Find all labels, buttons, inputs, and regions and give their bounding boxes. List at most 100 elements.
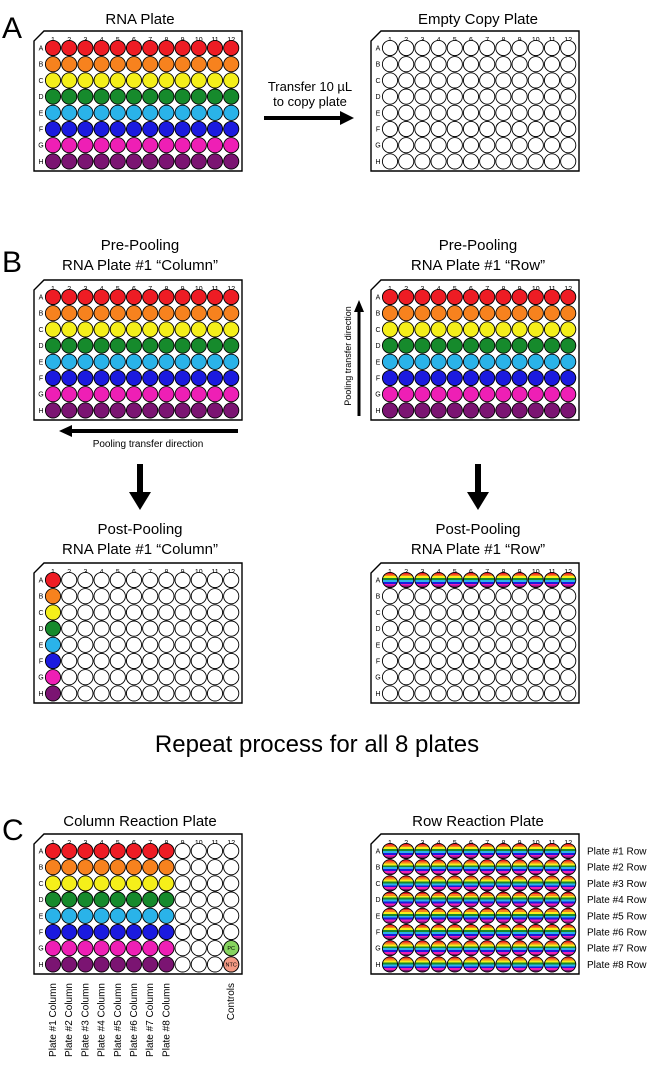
controls-label: Controls (226, 983, 237, 1020)
well (174, 153, 191, 170)
well (560, 337, 577, 354)
well (543, 842, 561, 860)
well (93, 907, 110, 924)
ntc-control-well-label: NTC (226, 962, 237, 968)
pc-control-well (223, 940, 240, 957)
well (527, 956, 544, 973)
well (125, 39, 143, 57)
well (381, 907, 399, 924)
well (61, 571, 78, 589)
well (174, 907, 191, 924)
well (109, 669, 126, 686)
well (479, 875, 496, 892)
row-letter-label: G (375, 392, 380, 399)
well (77, 571, 94, 589)
well (462, 56, 480, 73)
well (543, 907, 561, 924)
well (190, 842, 207, 860)
well (93, 56, 110, 73)
well (430, 956, 447, 973)
well (398, 842, 415, 860)
well (77, 891, 94, 908)
well (44, 940, 62, 957)
well (109, 891, 126, 908)
well (77, 56, 94, 73)
well (174, 386, 191, 403)
well (479, 891, 496, 908)
row-letter-label: F (39, 127, 43, 134)
well (125, 652, 143, 670)
well (479, 72, 496, 89)
well (61, 104, 78, 121)
well (93, 875, 110, 892)
well (77, 353, 94, 370)
well (109, 636, 126, 653)
rna-plate-title: RNA Plate (105, 11, 174, 28)
well (158, 72, 175, 89)
well (511, 859, 528, 876)
well (206, 923, 224, 941)
row-reaction-label: Plate #2 Row (587, 863, 647, 874)
well (93, 891, 110, 908)
well (125, 907, 143, 924)
well (381, 923, 399, 941)
well (527, 337, 544, 354)
well (511, 353, 528, 370)
well (109, 305, 126, 322)
row-reaction-plate: 123456789101112ABCDEFGH (370, 833, 580, 975)
well (77, 685, 94, 702)
well (479, 571, 496, 589)
well (543, 923, 561, 941)
well (527, 604, 544, 621)
well (381, 153, 399, 170)
well (511, 137, 528, 154)
well (61, 321, 78, 338)
well (527, 56, 544, 73)
well (560, 104, 577, 121)
well (61, 153, 78, 170)
well (479, 859, 496, 876)
well (462, 321, 480, 338)
well (381, 956, 399, 973)
well (381, 859, 399, 876)
well (44, 104, 62, 121)
well (142, 907, 159, 924)
well (109, 39, 126, 57)
well (511, 153, 528, 170)
well (109, 72, 126, 89)
well (495, 685, 512, 702)
well (430, 104, 447, 121)
well (93, 571, 110, 589)
well (61, 669, 78, 686)
well (560, 571, 577, 589)
well (462, 923, 480, 941)
well (414, 620, 431, 637)
post-row-title-line2: RNA Plate #1 “Row” (411, 541, 545, 558)
well (44, 353, 62, 370)
well (158, 588, 175, 605)
well (142, 305, 159, 322)
well (479, 39, 496, 57)
well (142, 875, 159, 892)
well (560, 402, 577, 419)
well (61, 588, 78, 605)
well (158, 620, 175, 637)
well (93, 153, 110, 170)
well (93, 940, 110, 957)
well (527, 940, 544, 957)
well (206, 842, 224, 860)
well (190, 588, 207, 605)
row-letter-label: H (38, 408, 43, 415)
well (543, 337, 561, 354)
well (190, 859, 207, 876)
well (398, 39, 415, 57)
well (206, 940, 224, 957)
well (495, 571, 512, 589)
well (174, 842, 191, 860)
well (174, 321, 191, 338)
well (174, 652, 191, 670)
column-reaction-label: Plate #2 Column (64, 983, 75, 1057)
well (174, 571, 191, 589)
pooling-up-arrow-icon (354, 300, 364, 416)
well (44, 337, 62, 354)
